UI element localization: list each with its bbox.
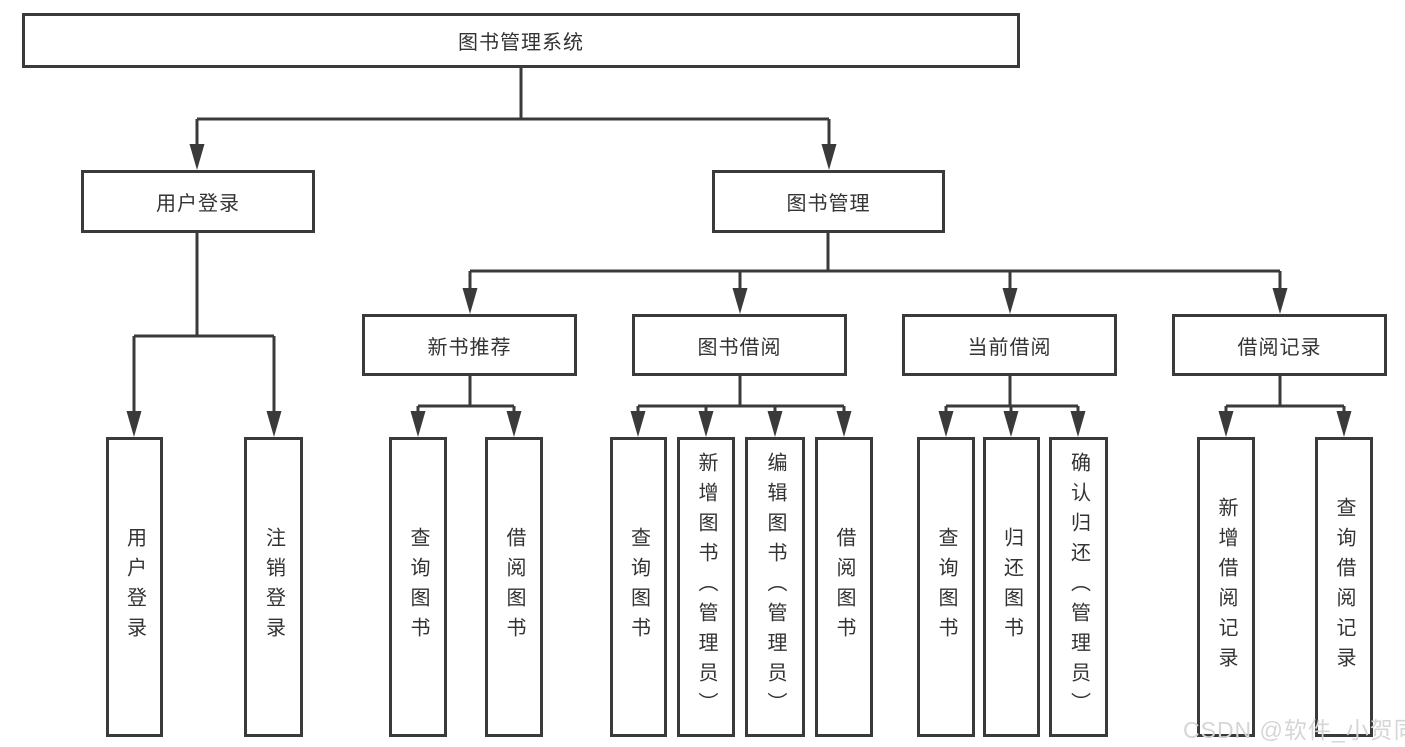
node-leaf-confirm-return-admin: 确认归还（管理员）	[1049, 437, 1108, 737]
node-library-system: 图书管理系统	[22, 13, 1020, 68]
node-leaf-borrow-books-2: 借阅图书	[815, 437, 873, 737]
node-label: 归还图书	[1000, 527, 1023, 647]
node-label: 用户登录	[123, 527, 146, 647]
node-label: 当前借阅	[967, 336, 1052, 359]
node-leaf-borrow-books-1: 借阅图书	[485, 437, 543, 737]
node-book-borrow: 图书借阅	[632, 314, 847, 376]
node-label: 查询图书	[935, 527, 957, 647]
node-label: 图书管理	[786, 193, 871, 215]
node-leaf-logout: 注销登录	[244, 437, 303, 737]
node-borrow-records: 借阅记录	[1172, 314, 1387, 376]
node-user-login: 用户登录	[81, 170, 315, 233]
node-leaf-query-books-2: 查询图书	[610, 437, 667, 737]
node-label: 新增图书（管理员）	[695, 452, 717, 722]
node-label: 新增借阅记录	[1215, 497, 1237, 677]
node-label: 借阅图书	[833, 527, 855, 647]
node-current-borrow: 当前借阅	[902, 314, 1117, 376]
node-label: 编辑图书（管理员）	[764, 452, 786, 722]
node-leaf-query-books-3: 查询图书	[917, 437, 975, 737]
node-label: 确认归还（管理员）	[1067, 452, 1090, 722]
node-label: 注销登录	[262, 527, 285, 647]
node-label: 图书借阅	[697, 336, 782, 359]
node-leaf-edit-book-admin: 编辑图书（管理员）	[745, 437, 805, 737]
node-leaf-add-borrow-record: 新增借阅记录	[1197, 437, 1255, 737]
csdn-watermark: CSDN @软件_小贺同学	[1183, 717, 1405, 743]
node-leaf-user-login: 用户登录	[106, 437, 163, 737]
node-label: 查询图书	[627, 527, 650, 647]
node-new-book-recommend: 新书推荐	[362, 314, 577, 376]
node-leaf-return-book: 归还图书	[983, 437, 1040, 737]
node-label: 新书推荐	[427, 336, 512, 359]
node-label: 图书管理系统	[458, 32, 584, 54]
node-book-management: 图书管理	[712, 170, 945, 233]
node-leaf-query-books-1: 查询图书	[389, 437, 447, 737]
node-leaf-query-borrow-record: 查询借阅记录	[1315, 437, 1373, 737]
node-label: 借阅图书	[503, 527, 525, 647]
node-label: 查询借阅记录	[1333, 497, 1355, 677]
node-leaf-add-book-admin: 新增图书（管理员）	[677, 437, 735, 737]
arrowheads	[126, 144, 1352, 437]
node-label: 借阅记录	[1237, 336, 1322, 359]
node-label: 用户登录	[156, 193, 240, 215]
node-label: 查询图书	[407, 527, 429, 647]
